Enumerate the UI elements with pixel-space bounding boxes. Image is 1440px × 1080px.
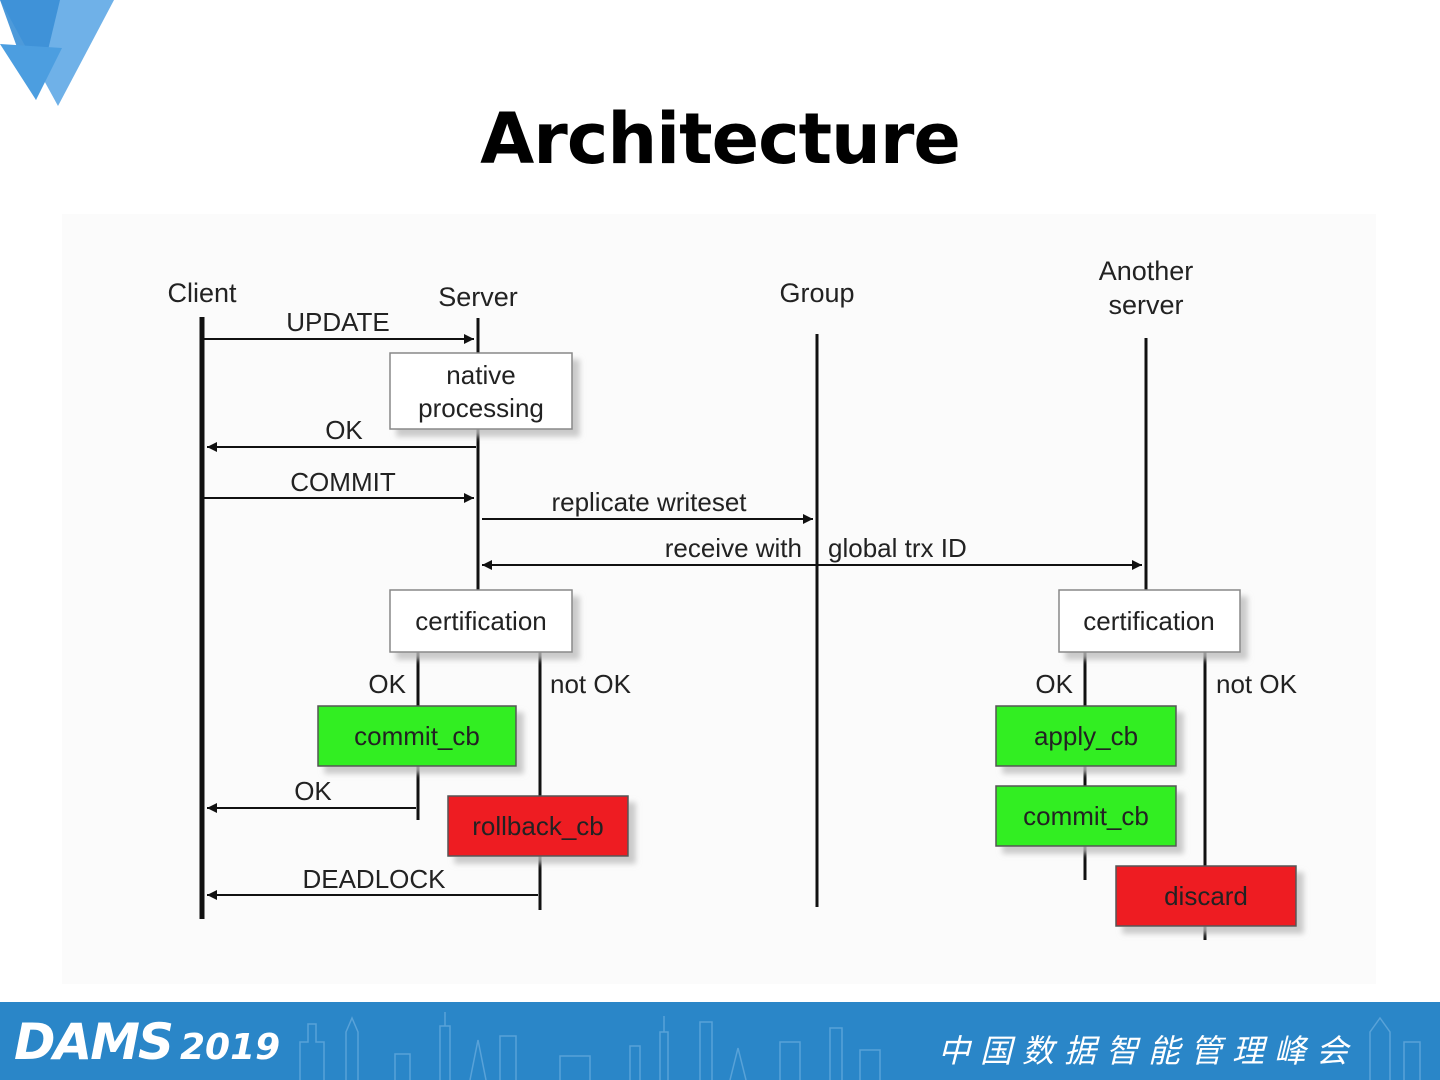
ok-label-2: OK bbox=[294, 776, 332, 806]
replicate-label: replicate writeset bbox=[551, 487, 747, 517]
another-server-label-line2: server bbox=[1108, 290, 1183, 320]
another-server-label-line1: Another bbox=[1099, 256, 1194, 286]
client-label: Client bbox=[167, 278, 237, 308]
svg-text:commit_cb: commit_cb bbox=[354, 721, 480, 751]
server-ok-label: OK bbox=[368, 669, 406, 699]
svg-text:processing: processing bbox=[418, 393, 544, 423]
svg-text:certification: certification bbox=[415, 606, 547, 636]
svg-text:apply_cb: apply_cb bbox=[1034, 721, 1138, 751]
server-label: Server bbox=[438, 282, 518, 312]
svg-text:rollback_cb: rollback_cb bbox=[472, 811, 604, 841]
server-certification-box: certification bbox=[389, 589, 573, 653]
discard-box: discard bbox=[1115, 865, 1297, 927]
commit-label: COMMIT bbox=[290, 467, 396, 497]
architecture-diagram: Client Server Group Another server UPDAT… bbox=[62, 214, 1376, 984]
svg-text:discard: discard bbox=[1164, 881, 1248, 911]
svg-text:certification: certification bbox=[1083, 606, 1215, 636]
receive-label-left: receive with bbox=[665, 533, 802, 563]
another-ok-label: OK bbox=[1035, 669, 1073, 699]
city-skyline-decoration bbox=[299, 1012, 1421, 1080]
native-processing-box: native processing bbox=[389, 352, 573, 430]
svg-text:native: native bbox=[446, 360, 515, 390]
logo-triangle-icon bbox=[0, 0, 114, 106]
group-label: Group bbox=[779, 278, 854, 308]
apply-cb-box: apply_cb bbox=[995, 705, 1177, 767]
another-certification-box: certification bbox=[1058, 589, 1241, 653]
receive-label-right: global trx ID bbox=[828, 533, 967, 563]
commit-cb-box: commit_cb bbox=[317, 705, 517, 767]
page-title: Architecture bbox=[480, 98, 961, 180]
ok-label-1: OK bbox=[325, 415, 363, 445]
deadlock-label: DEADLOCK bbox=[302, 864, 446, 894]
summit-name: 中国数据智能管理峰会 bbox=[937, 1032, 1358, 1070]
update-label: UPDATE bbox=[286, 307, 390, 337]
svg-text:commit_cb: commit_cb bbox=[1023, 801, 1149, 831]
commit-cb-box-2: commit_cb bbox=[995, 785, 1177, 847]
another-not-ok-label: not OK bbox=[1216, 669, 1298, 699]
rollback-cb-box: rollback_cb bbox=[447, 795, 629, 857]
server-not-ok-label: not OK bbox=[550, 669, 632, 699]
